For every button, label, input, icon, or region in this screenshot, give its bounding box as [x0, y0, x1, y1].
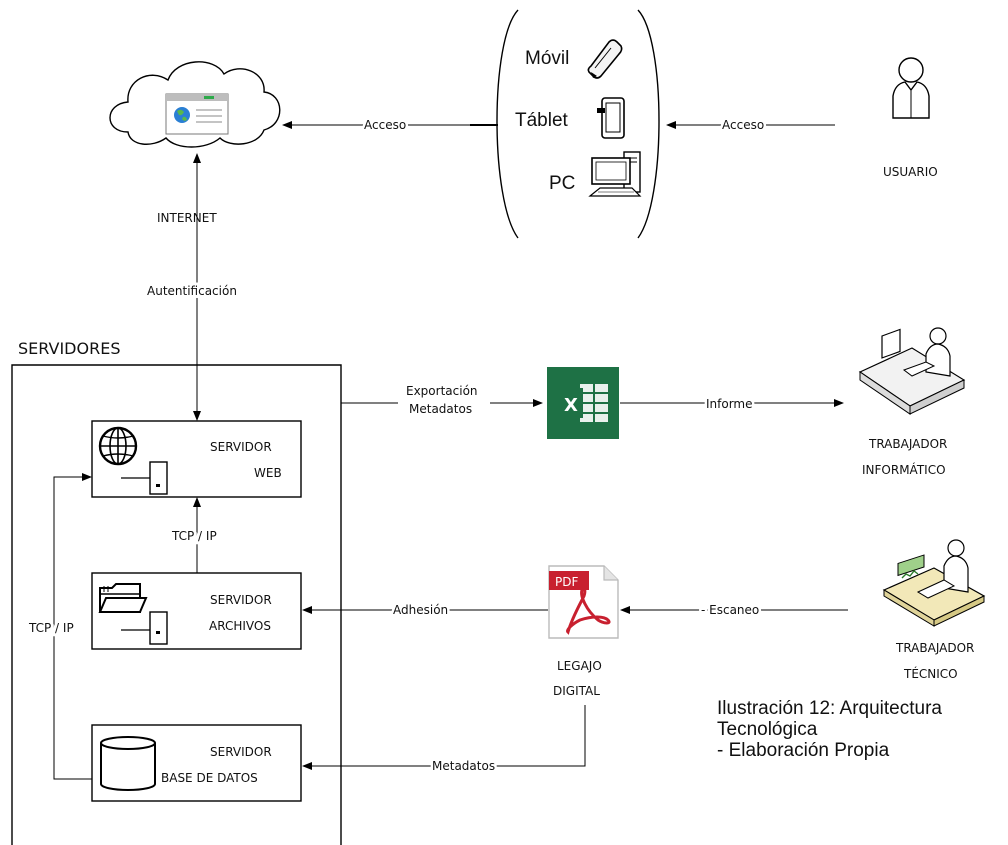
- servidores-container: [11, 364, 342, 845]
- caption-line-2: Tecnológica: [717, 719, 818, 740]
- device-tablet-label: Táblet: [515, 110, 569, 131]
- edge-informe-label: Informe: [706, 397, 753, 411]
- svg-text:X: X: [564, 395, 578, 416]
- user-person-icon: [892, 57, 930, 119]
- trabajador-informatico-label-2: INFORMÁTICO: [862, 462, 946, 477]
- pdf-file-icon: PDF: [548, 565, 619, 639]
- edge-acceso-right-label: Acceso: [722, 118, 764, 132]
- tablet-icon: [597, 97, 625, 139]
- servidor-archivos-label-1: SERVIDOR: [210, 593, 272, 607]
- servidor-web-label-2: WEB: [254, 466, 282, 480]
- excel-icon: X: [547, 367, 619, 439]
- pdf-badge-text: PDF: [555, 575, 578, 589]
- arrow-metadatos: [302, 705, 586, 770]
- edge-escaneo-label: - Escaneo: [701, 603, 759, 617]
- device-movil-label: Móvil: [525, 48, 569, 69]
- servidor-bd-label-1: SERVIDOR: [210, 745, 272, 759]
- globe-icon: [98, 426, 138, 466]
- servidor-web-label-1: SERVIDOR: [210, 440, 272, 454]
- trabajador-tecnico-label-1: TRABAJADOR: [895, 641, 974, 655]
- servidores-title: SERVIDORES: [18, 339, 120, 358]
- edge-adhesion-label: Adhesión: [393, 603, 448, 617]
- devices-group: [496, 9, 660, 239]
- mobile-phone-icon: [587, 39, 623, 79]
- folder-icon: [98, 583, 148, 613]
- edge-tcp-ip-vertical-label: TCP / IP: [171, 529, 217, 543]
- desktop-pc-icon: [588, 151, 642, 197]
- internet-cloud-icon: [109, 61, 281, 148]
- computer-worker-icon: [858, 327, 966, 415]
- edge-tcp-ip-left-label: TCP / IP: [28, 621, 74, 635]
- caption-line-3: - Elaboración Propia: [717, 740, 890, 761]
- server-tower-icon: [121, 611, 168, 645]
- internet-label: INTERNET: [157, 211, 217, 225]
- legajo-label-2: DIGITAL: [553, 684, 600, 698]
- device-pc-label: PC: [549, 173, 575, 194]
- legajo-label-1: LEGAJO: [557, 659, 602, 673]
- servidor-bd-label-2: BASE DE DATOS: [161, 771, 258, 785]
- edge-exportacion-label-1: Exportación: [406, 384, 478, 398]
- edge-exportacion-label-2: Metadatos: [409, 402, 472, 416]
- database-icon: [100, 736, 156, 791]
- edge-metadatos-label: Metadatos: [432, 759, 495, 773]
- technical-worker-icon: [882, 539, 986, 627]
- servidor-archivos-label-2: ARCHIVOS: [209, 619, 271, 633]
- usuario-label: USUARIO: [883, 165, 938, 179]
- edge-autentificacion-label: Autentificación: [147, 284, 237, 298]
- trabajador-tecnico-label-2: TÉCNICO: [903, 666, 958, 681]
- arrow-bd-to-web: [53, 473, 92, 780]
- edge-acceso-left-label: Acceso: [364, 118, 406, 132]
- figure-caption: Ilustración 12: Arquitectura Tecnológica…: [717, 698, 1007, 761]
- trabajador-informatico-label-1: TRABAJADOR: [868, 437, 947, 451]
- caption-line-1: Ilustración 12: Arquitectura: [717, 698, 942, 719]
- server-tower-icon: [121, 461, 168, 495]
